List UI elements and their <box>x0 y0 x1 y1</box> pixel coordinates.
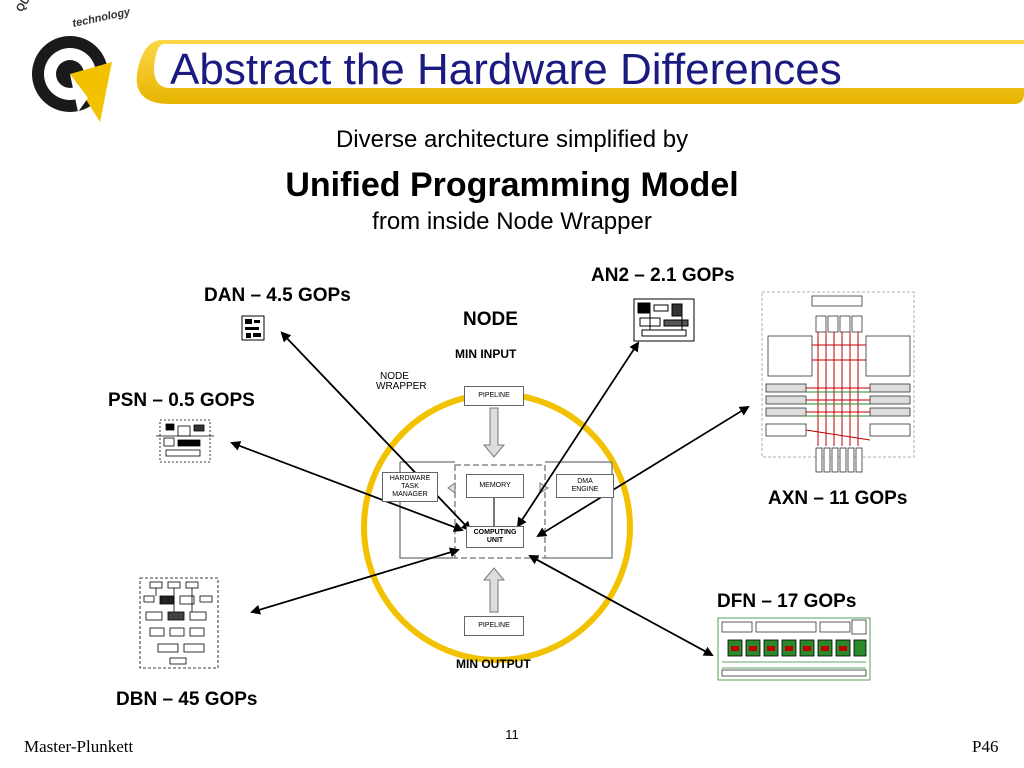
dbn-label: DBN – 45 GOPs <box>116 689 258 710</box>
psn-chip-icon <box>156 419 214 463</box>
pipeline-bottom-block: PIPELINE <box>464 616 524 636</box>
node-wrapper-label: NODE WRAPPER <box>376 371 427 392</box>
footer-slide-id: P46 <box>972 737 999 756</box>
footer-author: Master-Plunkett <box>24 737 134 756</box>
min-output-label: MIN OUTPUT <box>456 657 531 671</box>
pipeline-arrows <box>447 407 549 613</box>
an2-label: AN2 – 2.1 GOPs <box>591 265 735 286</box>
architecture-arrows <box>230 331 750 656</box>
node-title: NODE <box>463 309 518 330</box>
an2-chip-icon <box>633 298 695 342</box>
memory-block: MEMORY <box>466 474 524 498</box>
dfn-label: DFN – 17 GOPs <box>717 591 857 612</box>
subtitle-line-2: Unified Programming Model <box>285 166 739 204</box>
dfn-chip-icon <box>717 617 871 681</box>
quicksilver-logo <box>32 36 112 122</box>
axn-chip-icon <box>761 291 915 473</box>
subtitle-line-3: from inside Node Wrapper <box>372 208 652 235</box>
psn-label: PSN – 0.5 GOPS <box>108 390 255 411</box>
pipeline-top-block: PIPELINE <box>464 386 524 406</box>
footer-page-number: 11 <box>505 727 519 742</box>
dbn-chip-icon <box>139 577 219 669</box>
node-block <box>399 461 613 559</box>
min-input-label: MIN INPUT <box>455 347 517 361</box>
page-title: Abstract the Hardware Differences <box>170 45 842 94</box>
dan-label: DAN – 4.5 GOPs <box>204 285 351 306</box>
dan-chip-icon <box>241 315 265 341</box>
title-bar <box>136 40 1024 104</box>
subtitle-line-1: Diverse architecture simplified by <box>335 126 689 153</box>
axn-label: AXN – 11 GOPs <box>768 488 908 509</box>
